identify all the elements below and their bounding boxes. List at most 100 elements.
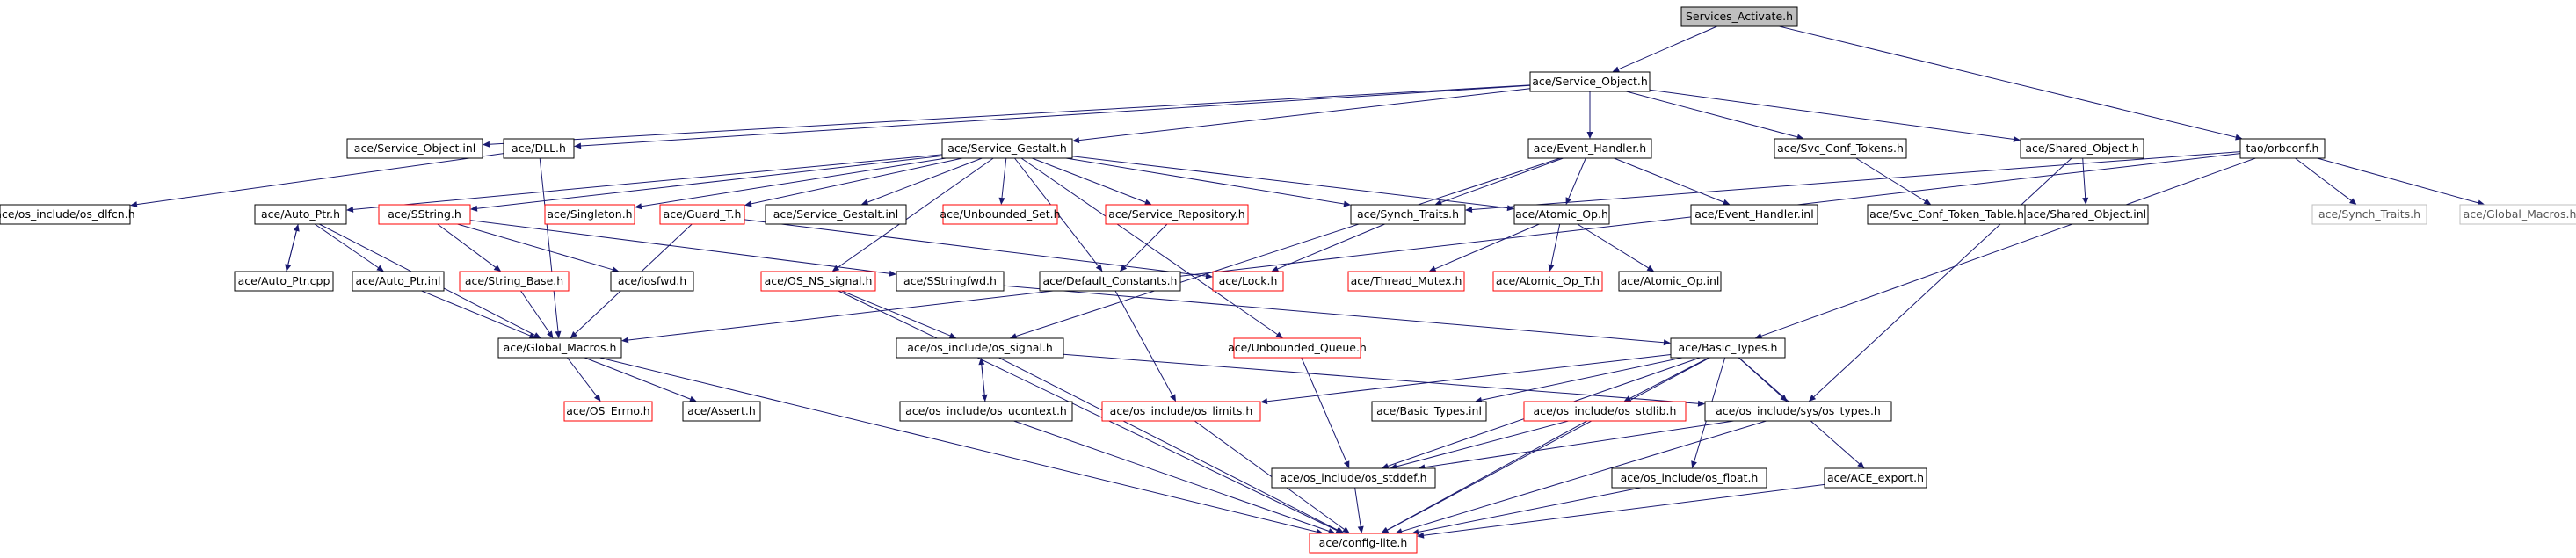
node-global-macros-h[interactable]: ace/Global_Macros.h [497, 337, 622, 359]
node-sstringfwd-h[interactable]: ace/SStringfwd.h [896, 271, 1005, 292]
node-os-signal-h[interactable]: ace/os_include/os_signal.h [896, 337, 1064, 359]
node-os-limits-h[interactable]: ace/os_include/os_limits.h [1101, 401, 1261, 422]
node-dll-h[interactable]: ace/DLL.h [503, 138, 575, 159]
node-label: ace/config-lite.h [1319, 536, 1408, 549]
node-os-stddef-h[interactable]: ace/os_include/os_stddef.h [1271, 467, 1436, 489]
edge-basic_types_h-to-os_limits_h [1260, 354, 1672, 405]
node-auto-ptr-h[interactable]: ace/Auto_Ptr.h [254, 204, 347, 225]
edge-line [1016, 157, 1561, 337]
edge-line [1020, 157, 1278, 335]
node-box [352, 271, 445, 292]
node-os-ns-signal-h[interactable]: ace/OS_NS_signal.h [760, 271, 876, 292]
node-basic-types-h[interactable]: ace/Basic_Types.h [1670, 337, 1786, 359]
edge-line [314, 223, 379, 268]
node-atomic-op-inl[interactable]: ace/Atomic_Op.inl [1618, 271, 1722, 292]
edge-line [1401, 420, 1767, 533]
node-service-gestalt-h[interactable]: ace/Service_Gestalt.h [941, 138, 1073, 159]
node-iosfwd-h[interactable]: ace/iosfwd.h [610, 271, 694, 292]
arrowhead-icon [528, 332, 537, 339]
node-event-handler-h[interactable]: ace/Event_Handler.h [1527, 138, 1652, 159]
node-string-base-h[interactable]: ace/String_Base.h [459, 271, 570, 292]
arrowhead-icon [621, 337, 629, 344]
arrowhead-icon [1623, 395, 1632, 402]
node-label: tao/orbconf.h [2246, 141, 2319, 155]
node-label: ace/os_include/os_ucontext.h [905, 404, 1067, 417]
node-service-object-h[interactable]: ace/Service_Object.h [1529, 71, 1651, 92]
edge-line [1760, 157, 2256, 337]
node-shared-object-h[interactable]: ace/Shared_Object.h [2020, 138, 2144, 159]
node-lock-h[interactable]: ace/Lock.h [1212, 271, 1284, 292]
node-unbounded-set-h[interactable]: ace/Unbounded_Set.h [940, 204, 1061, 225]
node-label: ace/SStringfwd.h [903, 274, 997, 287]
node-os-types-h[interactable]: ace/os_include/sys/os_types.h [1704, 401, 1892, 422]
edge-line [1063, 353, 1699, 404]
node-singleton-h[interactable]: ace/Singleton.h [544, 204, 635, 225]
arrowhead-icon [1336, 527, 1345, 533]
node-os-stdlib-h[interactable]: ace/os_include/os_stdlib.h [1523, 401, 1687, 422]
node-orbconf-h[interactable]: tao/orbconf.h [2239, 138, 2326, 159]
node-default-constants-h[interactable]: ace/Default_Constants.h [1039, 271, 1181, 292]
node-service-object-inl[interactable]: ace/Service_Object.inl [346, 138, 483, 159]
arrowhead-icon [1343, 200, 1351, 207]
node-box [659, 204, 745, 225]
node-auto-ptr-inl[interactable]: ace/Auto_Ptr.inl [352, 271, 445, 292]
node-box [1309, 533, 1418, 554]
edge-sstring_h-to-string_base_h [437, 223, 502, 272]
arrowhead-icon [1808, 395, 1817, 402]
edge-unbounded_queue_h-to-os_stddef_h [1301, 357, 1350, 468]
edge-line [1387, 357, 1710, 531]
edge-line [1423, 483, 1825, 536]
arrowhead-icon [1722, 199, 1731, 206]
node-label: ace/Event_Handler.h [1534, 141, 1646, 155]
node-assert-h[interactable]: ace/Assert.h [682, 401, 761, 422]
node-synch-traits-h[interactable]: ace/Synch_Traits.h [1350, 204, 1466, 225]
arrowhead-icon [293, 224, 300, 232]
node-label: ace/Service_Object.inl [354, 141, 475, 155]
node-os-dlfcn-h[interactable]: ace/os_include/os_dlfcn.h [0, 204, 135, 225]
node-svc-conf-tokens-h[interactable]: ace/Svc_Conf_Tokens.h [1774, 138, 1907, 159]
node-basic-types-inl[interactable]: ace/Basic_Types.inl [1371, 401, 1487, 422]
node-svc-conf-token-table-h[interactable]: ace/Svc_Conf_Token_Table.h [1867, 204, 2027, 225]
node-atomic-op-t-h[interactable]: ace/Atomic_Op_T.h [1492, 271, 1603, 292]
node-label: ace/String_Base.h [465, 274, 563, 287]
node-unbounded-queue-h[interactable]: ace/Unbounded_Queue.h [1228, 337, 1367, 359]
node-config-lite-h[interactable]: ace/config-lite.h [1309, 533, 1418, 554]
arrowhead-icon [533, 332, 541, 338]
node-label: ace/os_include/os_float.h [1621, 471, 1759, 484]
node-guard-t-h[interactable]: ace/Guard_T.h [659, 204, 745, 225]
node-os-errno-h[interactable]: ace/OS_Errno.h [563, 401, 653, 422]
edge-line [1301, 357, 1347, 462]
edge-line [751, 157, 963, 205]
node-box [563, 401, 653, 422]
edge-line [1065, 157, 1345, 205]
edge-line [1277, 223, 1385, 270]
node-os-float-h[interactable]: ace/os_include/os_float.h [1611, 467, 1767, 489]
node-synch-traits-plain-h: ace/Synch_Traits.h [2311, 204, 2427, 225]
edge-service_gestalt_h-to-sstring_h [470, 155, 943, 212]
edge-line [567, 357, 598, 396]
node-box [1233, 337, 1361, 359]
node-label: ace/os_include/os_limits.h [1110, 404, 1253, 417]
arrowhead-icon [611, 266, 620, 273]
node-ace-export-h[interactable]: ace/ACE_export.h [1824, 467, 1927, 489]
node-box [544, 204, 635, 225]
node-auto-ptr-cpp[interactable]: ace/Auto_Ptr.cpp [234, 271, 334, 292]
node-thread-mutex-h[interactable]: ace/Thread_Mutex.h [1347, 271, 1465, 292]
edge-event_handler_h-to-atomic_op_h [1565, 157, 1586, 205]
edge-line [489, 84, 1531, 145]
node-box [1371, 401, 1487, 422]
node-event-handler-inl[interactable]: ace/Event_Handler.inl [1690, 204, 1818, 225]
node-shared-object-inl[interactable]: ace/Shared_Object.inl [2024, 204, 2149, 225]
edge-line [838, 290, 1338, 531]
edge-line [1614, 157, 1724, 203]
node-box [765, 204, 907, 225]
edge-line [520, 290, 550, 333]
node-service-repository-h[interactable]: ace/Service_Repository.h [1105, 204, 1249, 225]
edge-line [1629, 357, 1709, 399]
node-sstring-h[interactable]: ace/SString.h [378, 204, 471, 225]
edge-string_base_h-to-global_macros_h [520, 290, 554, 338]
node-service-gestalt-inl[interactable]: ace/Service_Gestalt.inl [765, 204, 907, 225]
node-atomic-op-h[interactable]: ace/Atomic_Op.h [1513, 204, 1610, 225]
node-os-ucontext-h[interactable]: ace/os_include/os_ucontext.h [899, 401, 1073, 422]
node-label: ace/Atomic_Op.inl [1621, 274, 1720, 287]
